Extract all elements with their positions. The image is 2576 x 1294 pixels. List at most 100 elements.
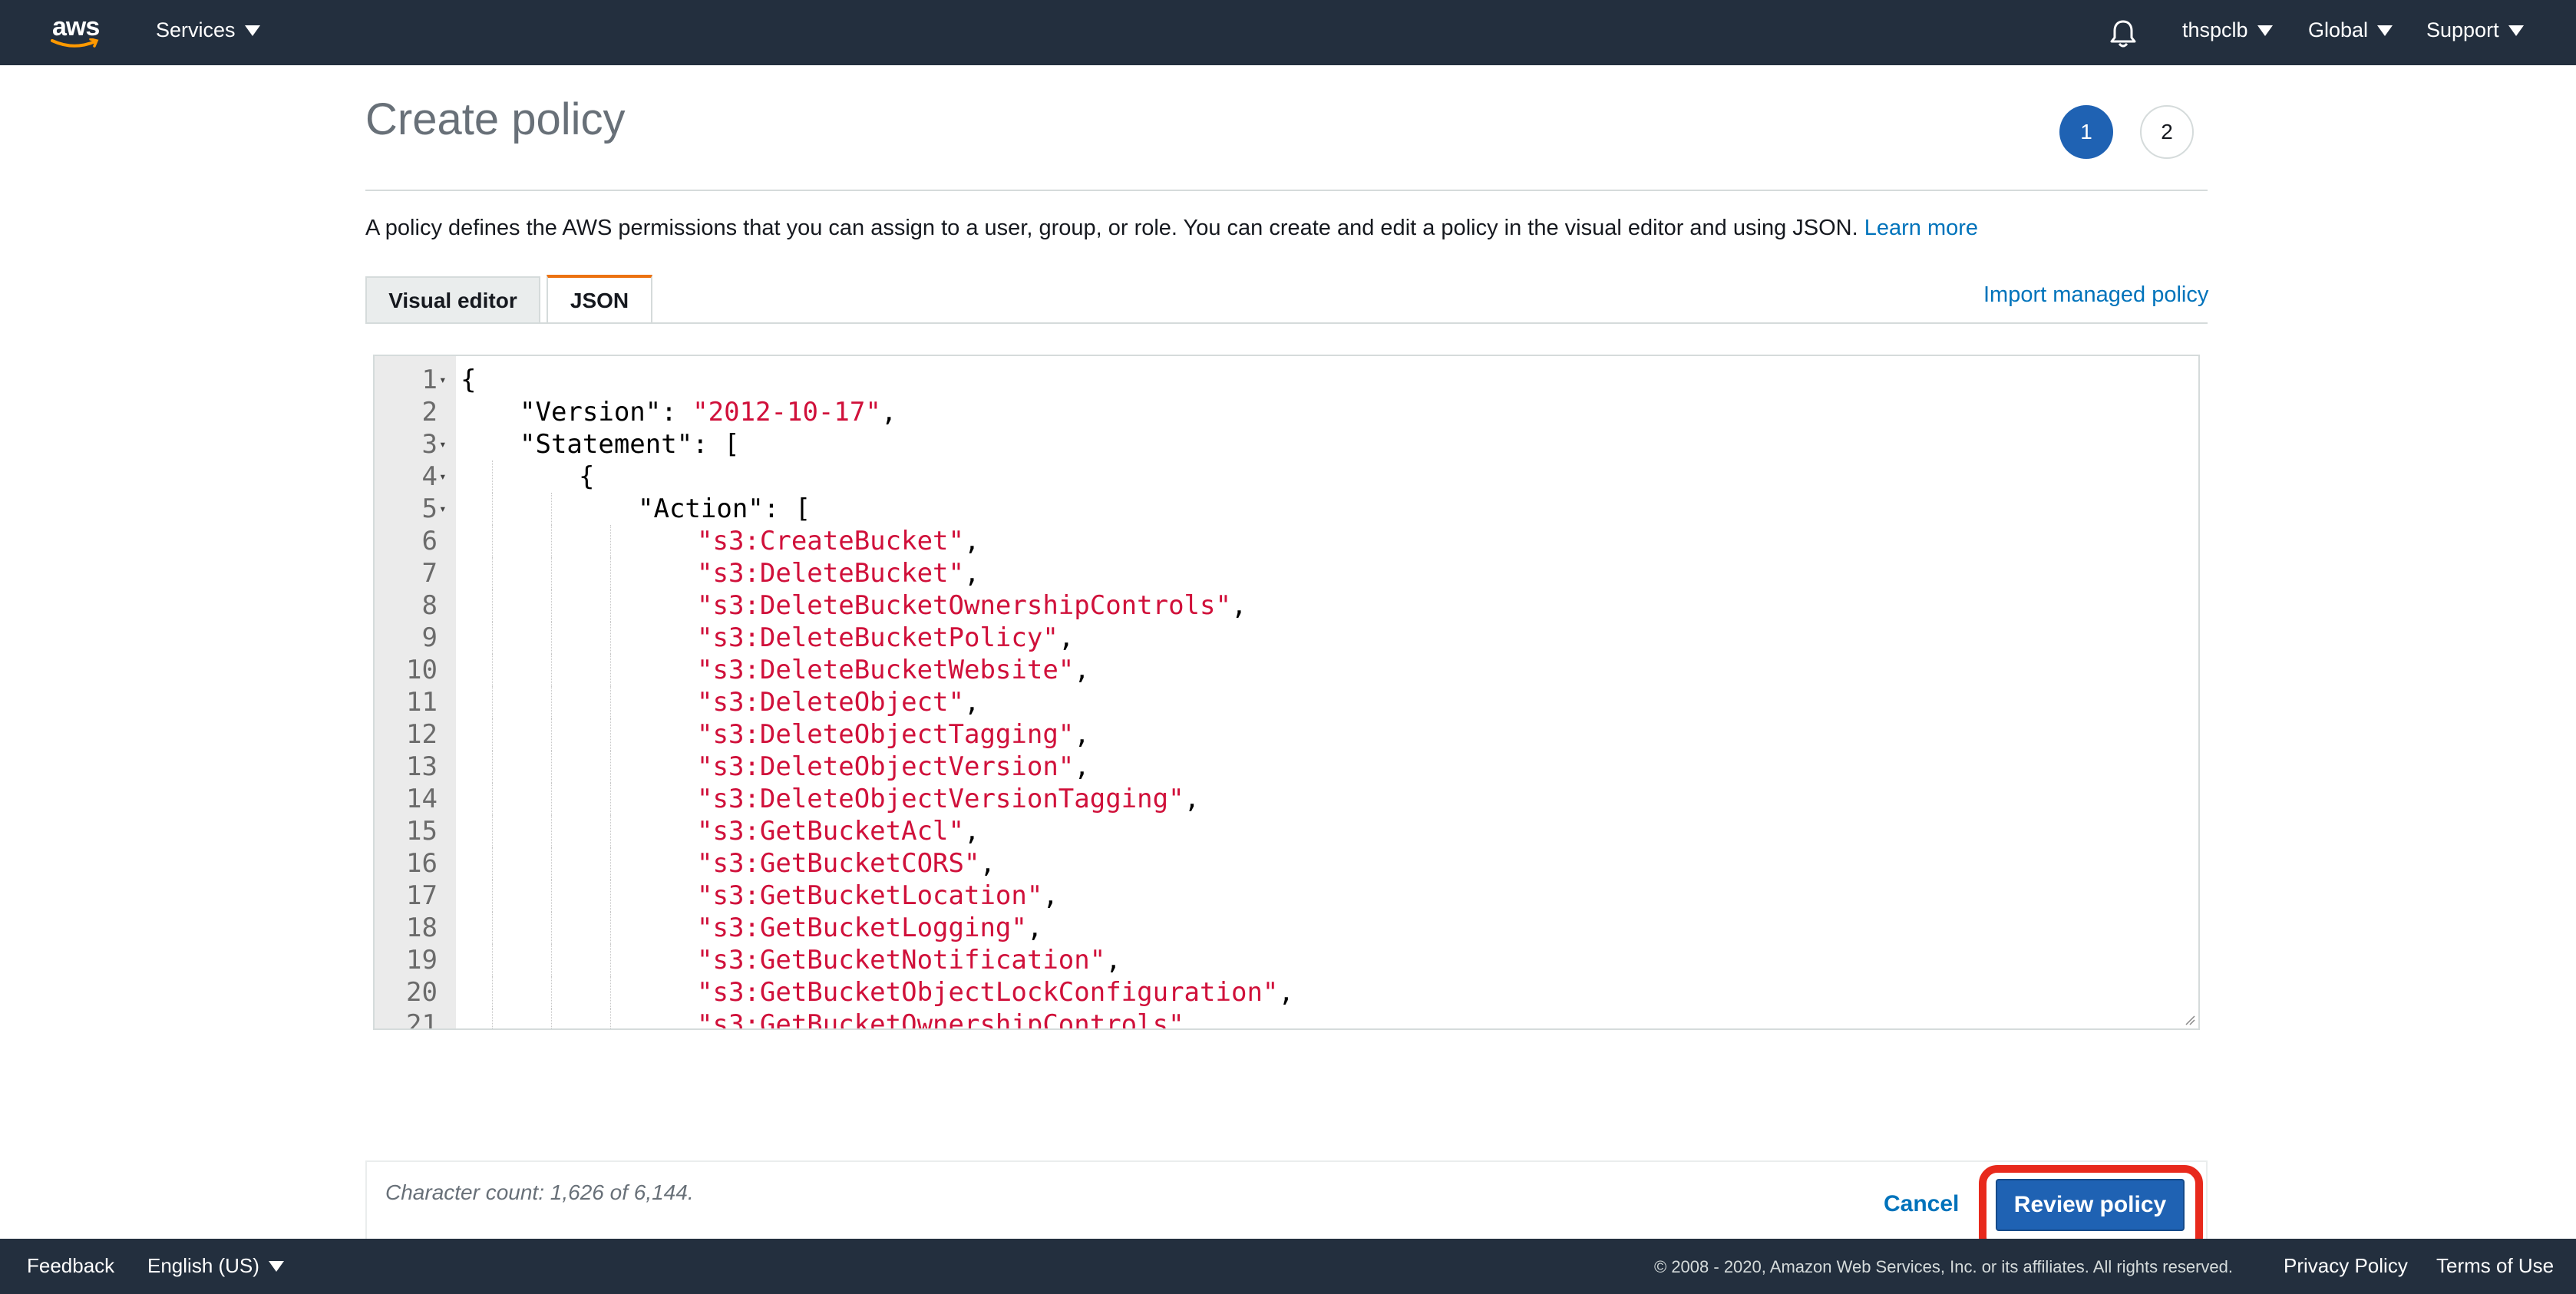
- line-number: 13: [406, 751, 438, 782]
- json-punctuation-token: ,: [1058, 622, 1075, 653]
- code-line[interactable]: 1▾{: [375, 364, 2198, 396]
- json-punctuation-token: ,: [1230, 590, 1247, 621]
- privacy-policy-link[interactable]: Privacy Policy: [2284, 1254, 2408, 1277]
- code-line[interactable]: 12 "s3:DeleteObjectTagging",: [375, 718, 2198, 751]
- line-content: "s3:DeleteBucketPolicy",: [697, 622, 1074, 654]
- footer-bar: Feedback English (US) © 2008 - 2020, Ama…: [0, 1239, 2576, 1294]
- json-string-token: "s3:DeleteObjectVersion": [697, 751, 1075, 782]
- code-line[interactable]: 11"s3:DeleteObject",: [375, 686, 2198, 718]
- line-content: {: [579, 460, 594, 493]
- terms-of-use-link[interactable]: Terms of Use: [2436, 1254, 2555, 1277]
- indent-guide: [610, 783, 611, 815]
- indent-guide: [551, 751, 552, 783]
- indent-guide: [492, 557, 493, 589]
- indent-guide: [610, 880, 611, 912]
- json-punctuation-token: ,: [964, 687, 980, 718]
- line-content: "s3:CreateBucket",: [697, 525, 979, 557]
- code-line[interactable]: 17"s3:GetBucketLocation",: [375, 880, 2198, 912]
- cancel-button[interactable]: Cancel: [1884, 1191, 1960, 1216]
- aws-smile-icon: [51, 38, 99, 48]
- json-string-token: "s3:DeleteObjectTagging": [697, 719, 1075, 750]
- indent-guide: [492, 912, 493, 944]
- tab-visual-editor[interactable]: Visual editor: [365, 276, 540, 324]
- code-line[interactable]: 7"s3:DeleteBucket",: [375, 557, 2198, 589]
- line-number: 5: [421, 494, 438, 524]
- language-selector[interactable]: English (US): [147, 1254, 284, 1278]
- fold-toggle-icon[interactable]: ▾: [439, 501, 447, 516]
- feedback-link[interactable]: Feedback: [27, 1254, 115, 1277]
- json-punctuation-token: ,: [1042, 880, 1058, 911]
- fold-toggle-icon[interactable]: ▾: [439, 437, 447, 451]
- json-string-token: "s3:GetBucketCORS": [697, 848, 980, 879]
- review-policy-button[interactable]: Review policy: [1996, 1179, 2185, 1231]
- line-number: 15: [406, 816, 438, 847]
- indent-guide: [492, 751, 493, 783]
- code-line[interactable]: 16"s3:GetBucketCORS",: [375, 847, 2198, 880]
- learn-more-link[interactable]: Learn more: [1864, 216, 1979, 240]
- json-punctuation-token: ,: [964, 816, 980, 847]
- json-string-token: "s3:GetBucketNotification": [697, 945, 1106, 975]
- page-title: Create policy: [365, 94, 626, 144]
- services-menu[interactable]: Services: [156, 18, 260, 42]
- resize-handle-icon[interactable]: [2185, 1015, 2195, 1025]
- indent-guide: [551, 557, 552, 589]
- bell-icon[interactable]: [2109, 18, 2137, 49]
- indent-guide: [551, 944, 552, 976]
- code-line[interactable]: 9 "s3:DeleteBucketPolicy",: [375, 622, 2198, 654]
- code-line[interactable]: 15"s3:GetBucketAcl",: [375, 815, 2198, 847]
- indent-guide: [492, 976, 493, 1008]
- indent-guide: [610, 751, 611, 783]
- json-policy-editor[interactable]: 1▾{2"Version": "2012-10-17",3▾"Statement…: [373, 355, 2200, 1030]
- indent-guide: [492, 880, 493, 912]
- code-line[interactable]: 18"s3:GetBucketLogging",: [375, 912, 2198, 944]
- code-line[interactable]: 21"s3:GetBucketOwnershipControls",: [375, 1008, 2198, 1030]
- caret-down-icon: [2377, 25, 2393, 36]
- code-line[interactable]: 13"s3:DeleteObjectVersion",: [375, 751, 2198, 783]
- indent-guide: [492, 718, 493, 751]
- code-line[interactable]: 4▾{: [375, 460, 2198, 493]
- line-content: {: [461, 364, 476, 396]
- line-number: 18: [406, 913, 438, 943]
- line-number: 6: [421, 526, 438, 556]
- indent-guide: [610, 718, 611, 751]
- indent-guide: [492, 460, 493, 493]
- import-managed-policy-link[interactable]: Import managed policy: [1983, 282, 2209, 307]
- caret-down-icon: [2257, 25, 2273, 36]
- indent-guide: [551, 493, 552, 525]
- line-number: 21: [406, 1009, 438, 1030]
- indent-guide: [610, 557, 611, 589]
- code-area[interactable]: 1▾{2"Version": "2012-10-17",3▾"Statement…: [375, 364, 2198, 1030]
- json-punctuation-token: "Action": [: [638, 494, 811, 524]
- json-punctuation-token: ,: [1074, 719, 1090, 750]
- step-indicator-1: 1: [2059, 105, 2113, 159]
- json-punctuation-token: "Statement": [: [520, 429, 740, 460]
- line-number-gutter: [375, 356, 456, 1028]
- code-line[interactable]: 14"s3:DeleteObjectVersionTagging",: [375, 783, 2198, 815]
- indent-guide: [492, 815, 493, 847]
- line-number: 12: [406, 719, 438, 750]
- copyright-text: © 2008 - 2020, Amazon Web Services, Inc.…: [1654, 1257, 2233, 1276]
- code-line[interactable]: 19"s3:GetBucketNotification",: [375, 944, 2198, 976]
- indent-guide: [610, 847, 611, 880]
- fold-toggle-icon[interactable]: ▾: [439, 372, 447, 387]
- json-punctuation-token: ,: [880, 397, 897, 427]
- tab-json[interactable]: JSON: [547, 275, 652, 324]
- line-number: 9: [421, 622, 438, 653]
- code-line[interactable]: 3▾"Statement": [: [375, 428, 2198, 460]
- code-line[interactable]: 5▾ "Action": [: [375, 493, 2198, 525]
- json-punctuation-token: ,: [1184, 784, 1200, 814]
- code-line[interactable]: 2"Version": "2012-10-17",: [375, 396, 2198, 428]
- fold-toggle-icon[interactable]: ▾: [439, 469, 447, 484]
- aws-logo[interactable]: aws: [48, 11, 109, 54]
- line-content: "s3:DeleteBucket",: [697, 557, 979, 589]
- code-line[interactable]: 10"s3:DeleteBucketWebsite",: [375, 654, 2198, 686]
- line-number: 16: [406, 848, 438, 879]
- code-line[interactable]: 20"s3:GetBucketObjectLockConfiguration",: [375, 976, 2198, 1008]
- code-line[interactable]: 8"s3:DeleteBucketOwnershipControls",: [375, 589, 2198, 622]
- support-menu[interactable]: Support: [2426, 18, 2524, 42]
- indent-guide: [551, 686, 552, 718]
- code-line[interactable]: 6 "s3:CreateBucket",: [375, 525, 2198, 557]
- account-menu[interactable]: thspclb: [2182, 18, 2273, 42]
- action-bar: Character count: 1,626 of 6,144.: [365, 1160, 2208, 1239]
- region-menu[interactable]: Global: [2308, 18, 2393, 42]
